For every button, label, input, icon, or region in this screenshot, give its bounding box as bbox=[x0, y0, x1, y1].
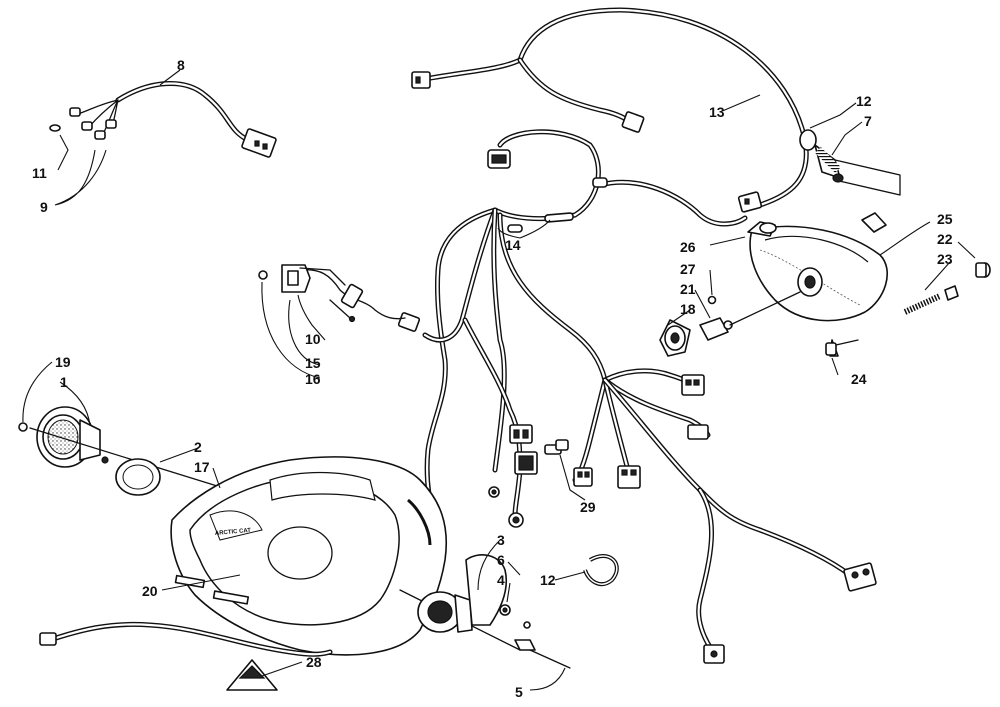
callout-22: 22 bbox=[937, 231, 953, 247]
retainer-ring-2 bbox=[115, 458, 161, 496]
callout-24: 24 bbox=[851, 371, 867, 387]
lower-cable bbox=[39, 621, 333, 657]
callout-8: 8 bbox=[177, 57, 185, 73]
gauge-3 bbox=[399, 554, 571, 669]
callout-3: 3 bbox=[497, 532, 505, 548]
clamp-12 bbox=[583, 553, 619, 587]
main-wiring-harness-14 bbox=[397, 129, 877, 664]
upper-loop-harness-13 bbox=[411, 7, 809, 213]
callout-7: 7 bbox=[864, 113, 872, 129]
callout-5: 5 bbox=[515, 684, 523, 700]
callout-18: 18 bbox=[680, 301, 696, 317]
callout-9: 9 bbox=[40, 199, 48, 215]
callout-6: 6 bbox=[497, 552, 505, 568]
heater-grip-7 bbox=[799, 129, 901, 196]
callout-21: 21 bbox=[680, 281, 696, 297]
decal-28 bbox=[226, 659, 278, 691]
callout-28: 28 bbox=[306, 654, 322, 670]
dash-panel-17: ARCTIC CAT bbox=[170, 456, 448, 656]
callout-12-lower: 12 bbox=[540, 572, 556, 588]
callout-17: 17 bbox=[194, 459, 210, 475]
callout-25: 25 bbox=[937, 211, 953, 227]
callout-1: 1 bbox=[60, 374, 68, 390]
svg-text:ARCTIC CAT: ARCTIC CAT bbox=[215, 528, 252, 537]
callout-10: 10 bbox=[305, 331, 321, 347]
connector-29 bbox=[555, 439, 569, 451]
callout-11: 11 bbox=[32, 165, 47, 181]
decal-20 bbox=[174, 574, 250, 605]
callout-15: 15 bbox=[305, 355, 321, 371]
callout-26: 26 bbox=[680, 239, 696, 255]
headlight-25 bbox=[659, 212, 991, 357]
callout-12-upper: 12 bbox=[856, 93, 872, 109]
callout-20: 20 bbox=[142, 583, 158, 599]
gauge-1 bbox=[18, 406, 231, 491]
callout-2: 2 bbox=[194, 439, 202, 455]
callout-19: 19 bbox=[55, 354, 71, 370]
sub-harness-8 bbox=[49, 81, 277, 158]
callout-13: 13 bbox=[709, 104, 725, 120]
leader-lines bbox=[22, 69, 976, 691]
callout-14: 14 bbox=[505, 237, 521, 253]
callout-labels: 8 11 9 13 12 7 14 26 25 22 27 23 21 18 2… bbox=[32, 57, 953, 700]
callout-16: 16 bbox=[305, 371, 321, 387]
switch-10 bbox=[258, 264, 406, 323]
callout-27: 27 bbox=[680, 261, 696, 277]
callout-4: 4 bbox=[497, 572, 505, 588]
callout-29: 29 bbox=[580, 499, 596, 515]
callout-23: 23 bbox=[937, 251, 953, 267]
